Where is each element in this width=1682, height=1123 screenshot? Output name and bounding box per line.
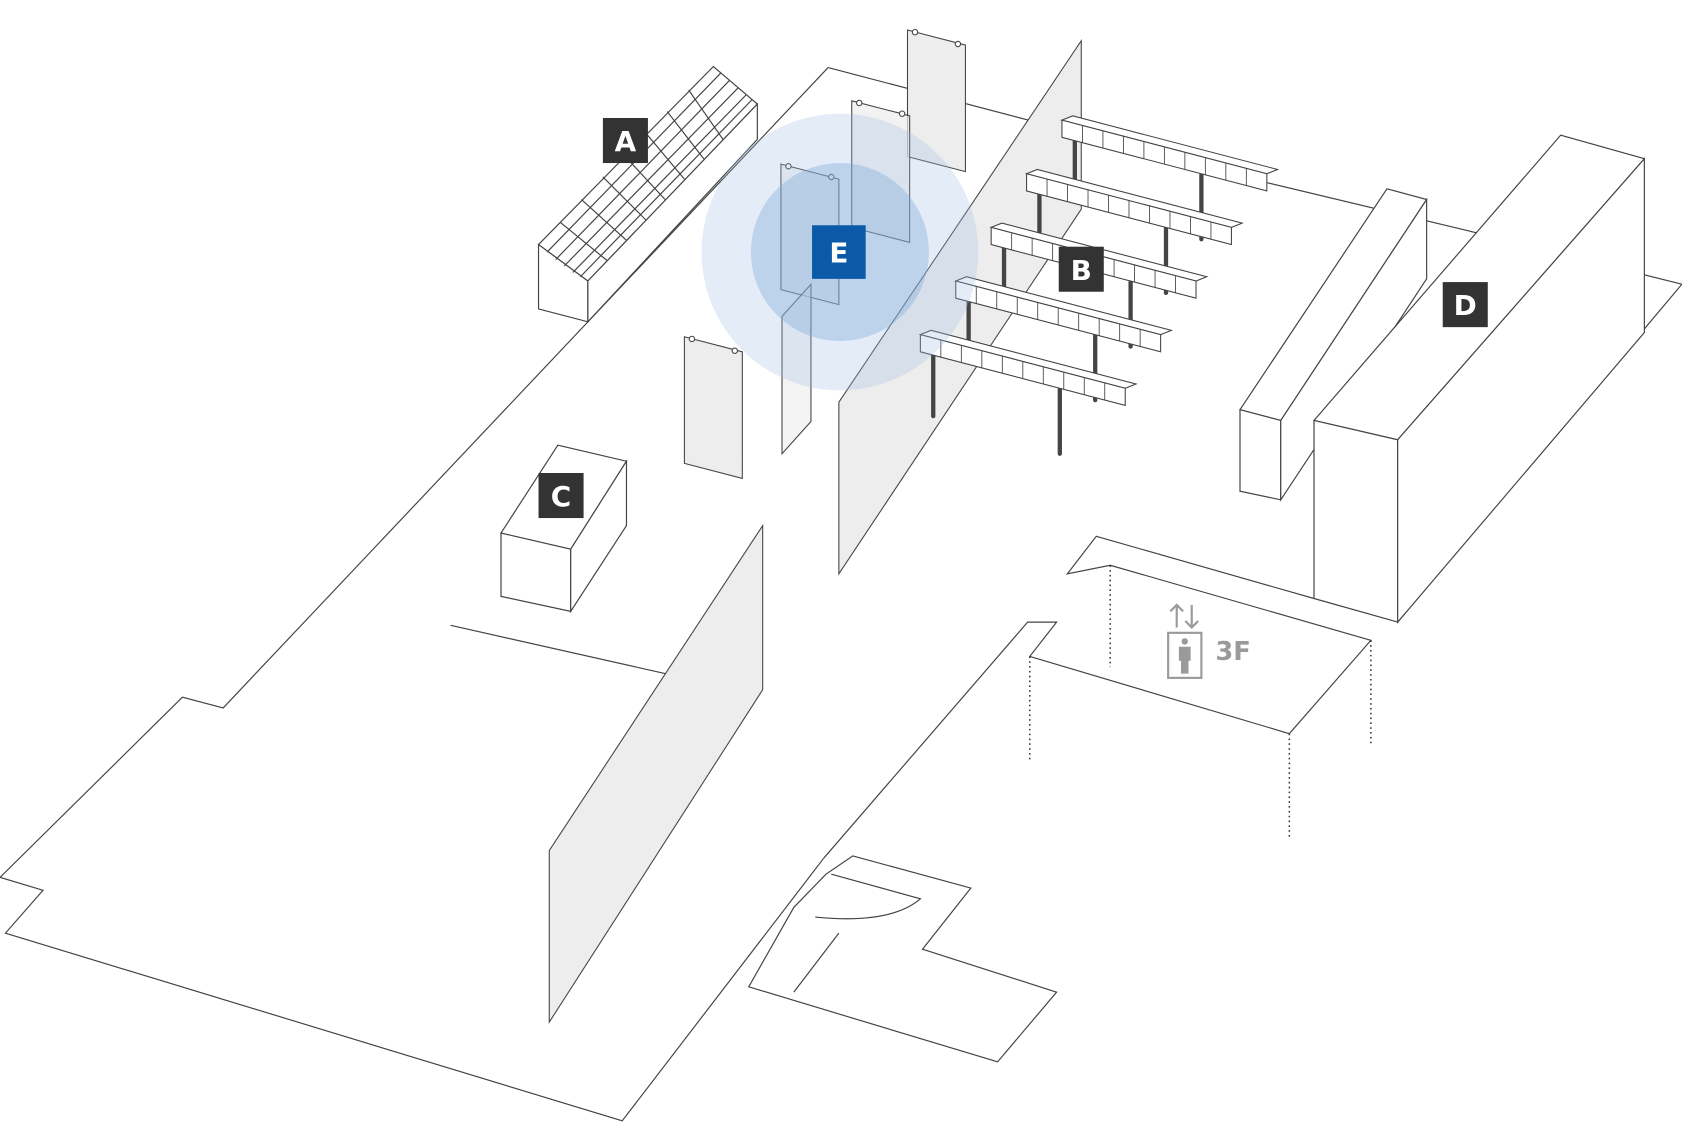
label-c[interactable]: C — [538, 473, 584, 519]
up-down-arrows-icon — [1169, 603, 1199, 629]
svg-text:E: E — [829, 237, 848, 270]
elevator-icon — [1167, 631, 1203, 679]
display-d — [1239, 134, 1646, 624]
label-b[interactable]: B — [1058, 246, 1104, 292]
counter-c — [500, 444, 628, 614]
svg-text:D: D — [1454, 289, 1477, 322]
hanging-panels — [683, 28, 966, 480]
label-d[interactable]: D — [1442, 282, 1488, 328]
svg-text:A: A — [615, 125, 637, 158]
partition-wall-front — [548, 523, 764, 1025]
svg-text:C: C — [551, 480, 571, 513]
floor-label: 3F — [1215, 637, 1251, 667]
label-a[interactable]: A — [602, 117, 648, 164]
elevator-shaft — [1029, 565, 1372, 837]
partition-wall-center — [838, 38, 1082, 576]
elevator-marker[interactable]: 3F — [1167, 603, 1251, 679]
entrance — [747, 855, 1058, 1063]
shelf-a — [537, 65, 759, 324]
label-e[interactable]: E — [812, 225, 866, 279]
svg-text:B: B — [1071, 254, 1092, 287]
